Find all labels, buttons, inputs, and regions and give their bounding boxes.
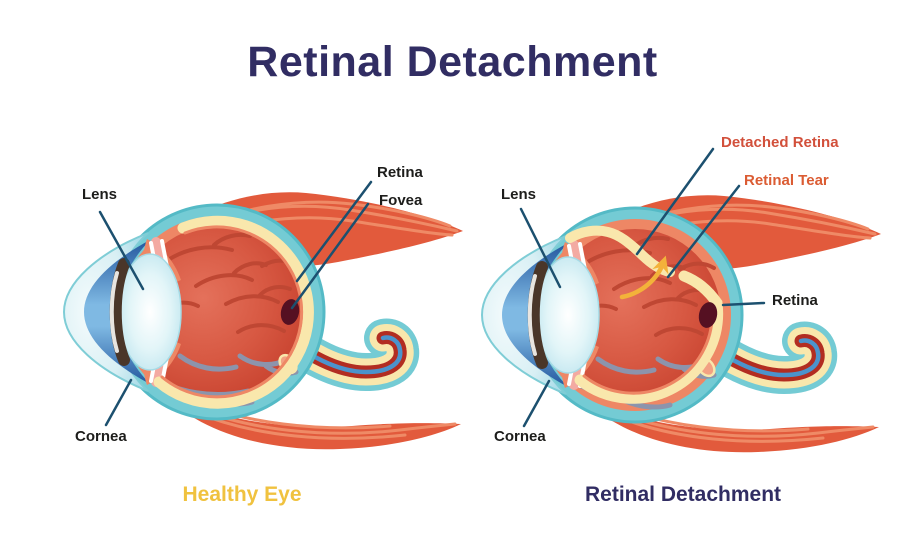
fluid-arrow xyxy=(619,255,669,300)
label-detached-retina: Detached Retina xyxy=(721,134,839,151)
lens-leader-left xyxy=(98,210,145,291)
caption-retinal-detachment: Retinal Detachment xyxy=(584,483,782,506)
retina-leader-right xyxy=(721,301,766,307)
leader-lines xyxy=(98,147,766,428)
healthy-eye-illustration xyxy=(64,192,463,449)
label-lens-right: Lens xyxy=(501,186,537,203)
cornea-leader-right xyxy=(522,379,551,428)
fovea-spot xyxy=(698,302,718,328)
caption-healthy-eye: Healthy Eye xyxy=(182,483,302,506)
label-retinal-tear: Retinal Tear xyxy=(744,172,829,189)
detached-eye-illustration xyxy=(482,195,881,452)
retina-attached-part xyxy=(574,270,724,404)
label-cornea-left: Cornea xyxy=(75,428,127,445)
fovea-leader-left xyxy=(290,202,370,310)
label-retina-right: Retina xyxy=(772,292,818,309)
page-title: Retinal Detachment xyxy=(247,38,658,86)
label-fovea-left: Fovea xyxy=(379,192,423,209)
label-lens-left: Lens xyxy=(82,186,118,203)
detached-retina-leader xyxy=(635,147,715,256)
retina-inner-edge xyxy=(160,225,304,399)
retina-leader-left xyxy=(295,180,373,283)
retina-inner-edge xyxy=(582,307,714,395)
lens-leader-right xyxy=(519,207,562,289)
retinal-tear-leader xyxy=(666,184,741,279)
label-cornea-right: Cornea xyxy=(494,428,546,445)
label-retina-left: Retina xyxy=(377,164,423,181)
retina-healthy xyxy=(153,215,314,409)
cornea-leader-left xyxy=(104,378,133,427)
